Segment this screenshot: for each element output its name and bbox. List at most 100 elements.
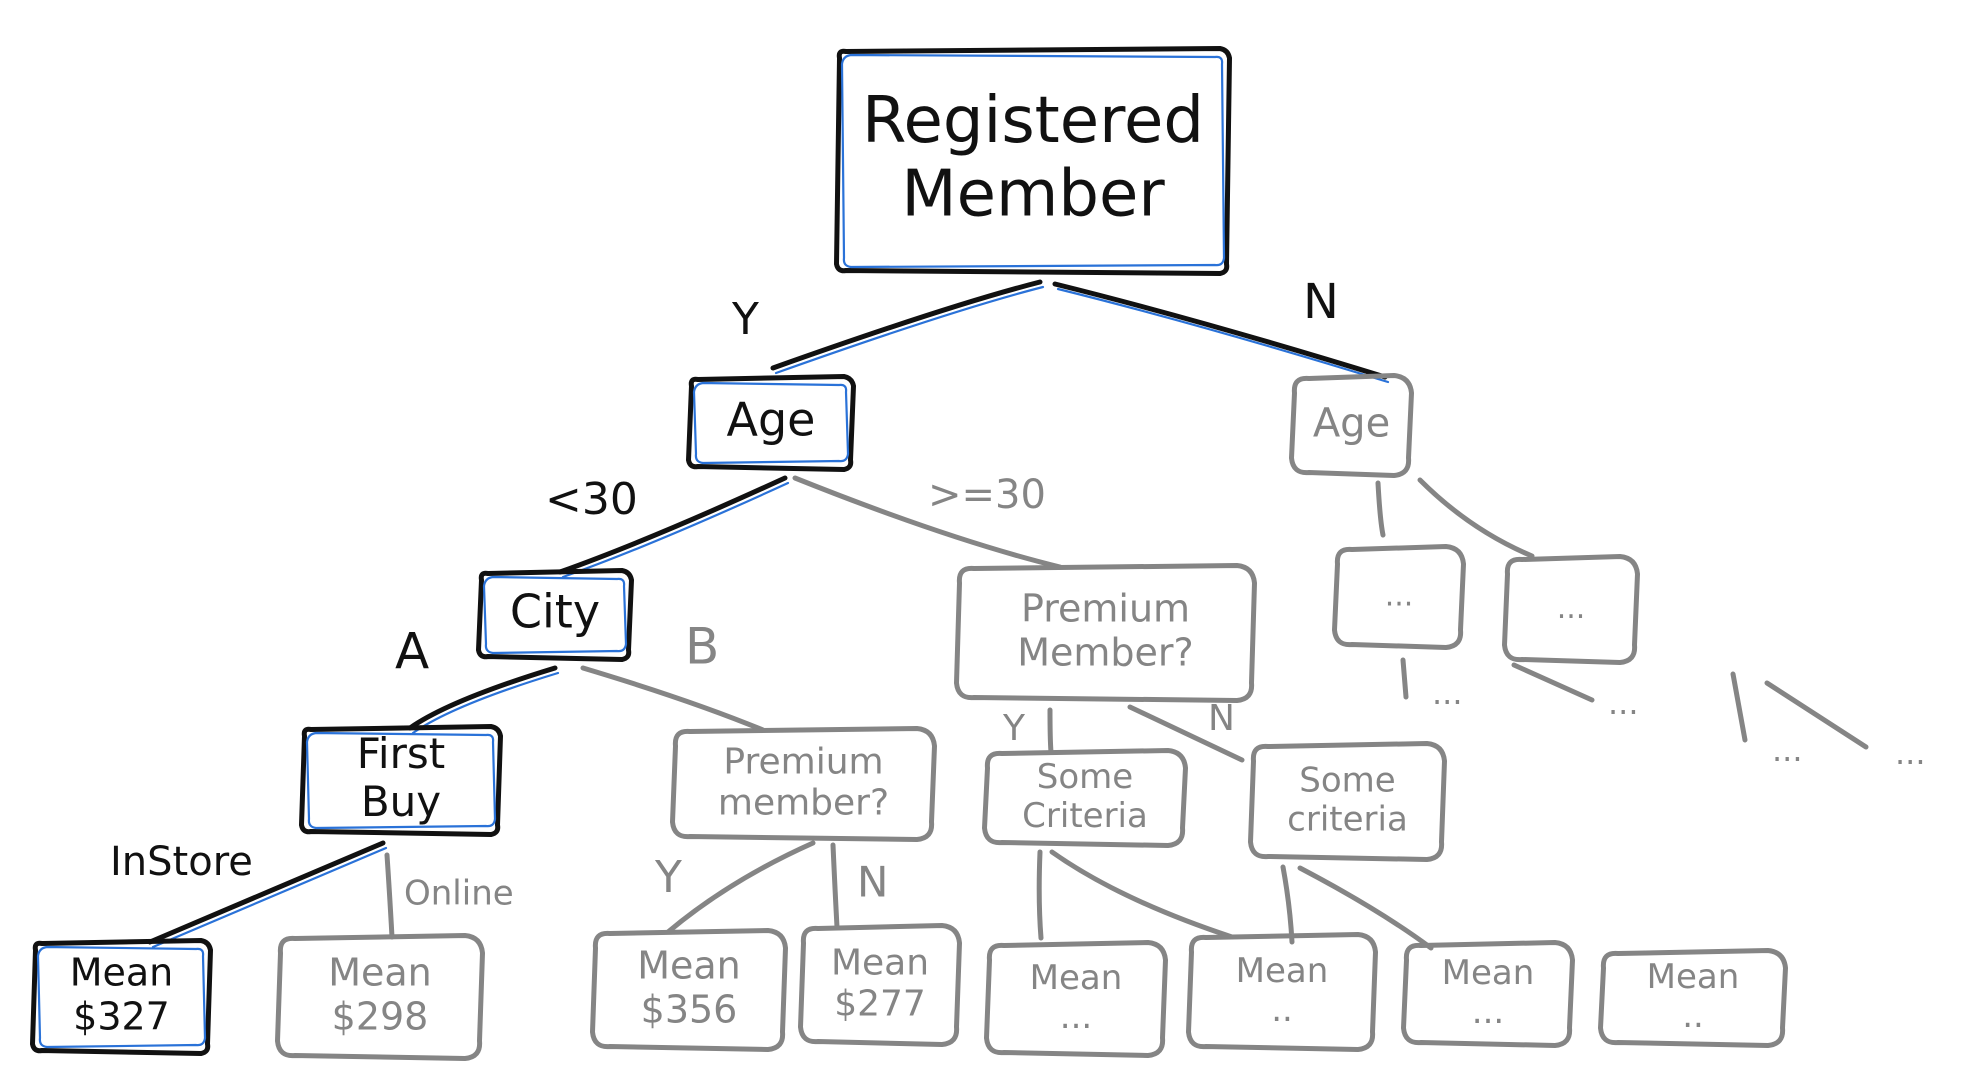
edge-city-to-first_buy	[407, 665, 560, 735]
node-age-y: Age	[686, 374, 856, 472]
edge-label: Online	[404, 874, 514, 914]
node-highlight	[692, 381, 850, 465]
node-box	[984, 940, 1168, 1058]
trailing-ellipsis: ...	[1432, 674, 1463, 712]
node-text-line: ..	[1682, 996, 1704, 1036]
edge-line	[1049, 849, 1235, 940]
edge-label: InStore	[110, 839, 253, 885]
node-text-line: Criteria	[1022, 796, 1148, 836]
trailing-ellipsis: ...	[1895, 734, 1926, 772]
trailing-branch: ...	[1730, 671, 1803, 769]
node-mean-327: Mean$327	[30, 938, 213, 1056]
node-text-line: ...	[1472, 992, 1504, 1032]
node-age-n: Age	[1289, 373, 1414, 478]
edge-label: N	[1208, 698, 1235, 739]
node-text-line: Mean	[1442, 953, 1535, 993]
node-box	[1332, 544, 1466, 650]
node-text-line: criteria	[1287, 800, 1408, 840]
edge-root-to-age_n	[1052, 281, 1390, 384]
node-text-line: Premium	[1021, 587, 1190, 631]
node-box	[1502, 554, 1640, 665]
trailing-branch: ...	[1400, 657, 1463, 712]
node-box	[834, 46, 1232, 276]
node-text-line: $277	[834, 984, 926, 1025]
edge-highlight	[151, 846, 388, 949]
node-highlight	[305, 731, 497, 830]
edge-label: Y	[731, 294, 759, 345]
node-box	[275, 933, 485, 1061]
trailing-ellipsis: ...	[1772, 731, 1803, 769]
node-text-line: ...	[1557, 591, 1586, 626]
edge-first_buy-to-mean_327	[147, 840, 388, 949]
node-highlight	[36, 945, 207, 1049]
node-text-line: Premium	[723, 741, 883, 782]
edge-label: N	[857, 858, 888, 907]
edge-line	[1127, 704, 1245, 763]
node-text-line: Mean	[637, 944, 741, 988]
trailing-edge	[1511, 662, 1595, 703]
edge-label: B	[685, 618, 719, 676]
edge-label: <30	[545, 474, 638, 525]
node-text-line: Mean	[1236, 951, 1329, 991]
node-mean-298: Mean$298	[275, 933, 485, 1061]
node-text-line: ..	[1271, 990, 1293, 1030]
edge-highlight	[774, 285, 1045, 375]
node-text-line: ...	[1385, 579, 1414, 614]
node-text-line: ...	[1060, 997, 1092, 1037]
trailing-ellipses-layer: ............	[1400, 657, 1926, 772]
node-box	[476, 568, 634, 662]
node-text-line: $327	[73, 994, 170, 1038]
edge-line	[1417, 477, 1535, 559]
edge-label: Y	[1002, 708, 1026, 749]
edge-city-to-premium_b	[580, 665, 766, 733]
edge-premium_ge30-to-criteria_n	[1127, 704, 1245, 763]
trailing-edge	[1400, 657, 1409, 700]
trailing-branch: ...	[1511, 662, 1639, 722]
edge-age_y-to-city	[557, 475, 790, 579]
edge-line	[1047, 707, 1054, 755]
node-box	[1598, 948, 1788, 1048]
node-text-line: City	[510, 585, 600, 639]
edge-line	[384, 852, 395, 940]
edge-line	[147, 840, 386, 945]
edge-criteria_n-to-mean_c3	[1280, 864, 1295, 945]
node-mean-356: Mean$356	[590, 928, 788, 1052]
node-dots-a: ...	[1332, 544, 1466, 650]
edge-criteria_n-to-mean_c4	[1297, 865, 1434, 951]
node-box	[798, 923, 962, 1047]
edge-line	[830, 842, 840, 930]
node-text-line: Mean	[1030, 958, 1123, 998]
edge-highlight	[411, 671, 560, 735]
node-highlight	[840, 53, 1226, 269]
edge-premium_ge30-to-criteria_y	[1047, 707, 1054, 755]
edge-line	[1375, 480, 1386, 538]
edge-age_n-to-dots_a	[1375, 480, 1386, 538]
node-dots-b: ...	[1502, 554, 1640, 665]
edge-line	[1052, 281, 1388, 380]
node-text-line: Registered	[862, 84, 1204, 158]
node-box	[954, 563, 1257, 703]
node-text-line: $298	[332, 994, 429, 1038]
node-city: City	[476, 568, 634, 662]
trailing-edge	[1764, 680, 1869, 750]
edge-premium_b-to-mean_277	[830, 842, 840, 930]
edge-line	[557, 475, 788, 575]
edge-root-to-age_y	[770, 279, 1045, 375]
node-text-line: Age	[727, 393, 816, 447]
node-text-line: Buy	[361, 777, 441, 826]
node-box	[670, 726, 937, 842]
node-box	[299, 724, 503, 837]
node-text-line: Mean	[328, 951, 432, 995]
edge-criteria_y-to-mean_c2	[1049, 849, 1235, 940]
node-box	[1248, 741, 1447, 862]
trailing-ellipsis: ...	[1608, 684, 1639, 722]
edge-age_y-to-premium_ge30	[792, 475, 1063, 570]
node-text-line: Member	[901, 157, 1165, 231]
edge-line	[580, 665, 766, 733]
node-text-line: Mean	[70, 951, 174, 995]
edge-label: Y	[654, 852, 682, 903]
